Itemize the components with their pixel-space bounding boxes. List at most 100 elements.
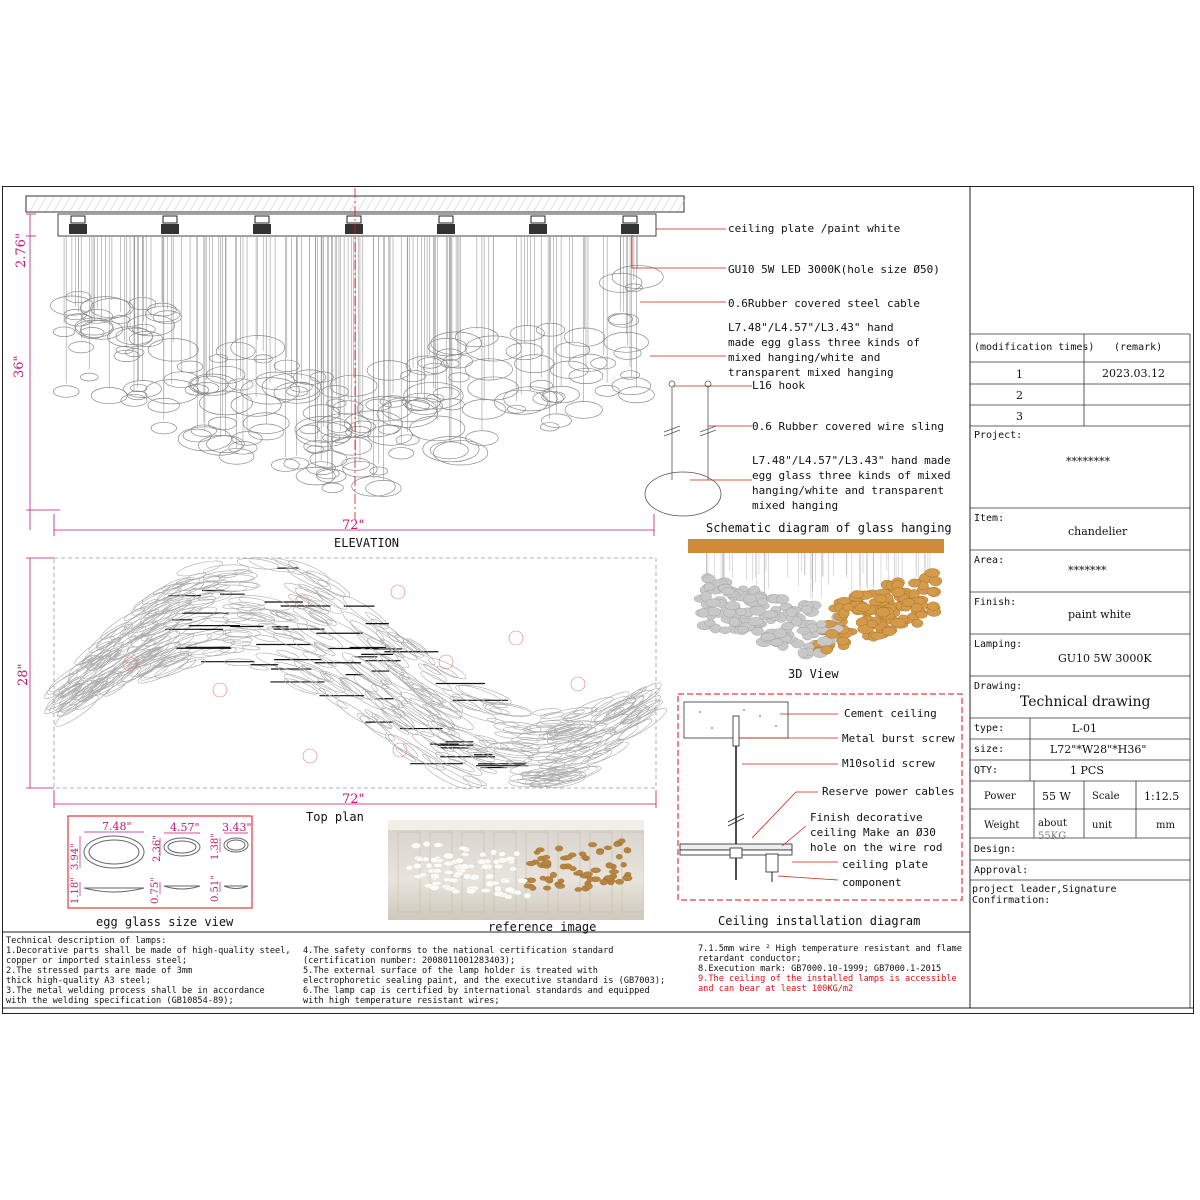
tb-size-value: L72"*W28"*H36" (1050, 743, 1147, 756)
egg-glass (341, 457, 370, 471)
plan-egg (86, 647, 119, 671)
ref-egg (422, 841, 431, 848)
plan-egg (174, 633, 213, 648)
plan-egg (248, 557, 296, 573)
plan-egg (156, 656, 177, 667)
3d-egg (854, 602, 871, 612)
ref-egg (622, 875, 633, 882)
egg-glass (395, 434, 420, 446)
plan-egg (238, 595, 291, 611)
tb-row2-num: 2 (1016, 389, 1023, 402)
egg-glass (541, 391, 566, 403)
3d-egg (760, 632, 776, 641)
plan-egg (59, 680, 104, 713)
3d-egg (842, 603, 854, 612)
plan-lamp-mark (390, 584, 406, 600)
3d-egg (870, 631, 886, 640)
ref-egg (485, 880, 495, 887)
plan-egg (318, 655, 337, 667)
ref-egg (523, 892, 531, 899)
plan-egg (452, 693, 502, 715)
note-5a: 5.The external surface of the lamp holde… (303, 966, 598, 976)
egg-glass (261, 373, 322, 401)
3d-egg (737, 625, 749, 634)
plan-egg (224, 658, 256, 666)
note-1a: 1.Decorative parts shall be made of high… (6, 946, 291, 956)
egg-glass (427, 337, 468, 357)
egg-glass (379, 395, 407, 408)
plan-egg (283, 678, 319, 695)
plan-egg (421, 687, 464, 713)
ref-egg (569, 866, 577, 871)
3d-egg (915, 610, 928, 619)
ref-egg (615, 878, 624, 885)
egg-glass (509, 325, 545, 342)
plan-egg (527, 752, 563, 761)
3d-egg (735, 607, 747, 616)
egg-glass (321, 482, 344, 494)
label-cable: 0.6Rubber covered steel cable (728, 297, 921, 310)
plan-egg (564, 742, 599, 756)
plan-egg (91, 658, 106, 669)
plan-lamp-mark (570, 676, 586, 692)
3d-egg (748, 617, 764, 626)
egg-glass (331, 434, 350, 444)
tb-approval-label: Approval: (974, 865, 1029, 876)
egg-glass (123, 380, 162, 398)
tb-qty-label: QTY: (974, 765, 999, 776)
plan-egg (630, 686, 647, 698)
plan-egg (411, 733, 449, 758)
plan-egg (494, 731, 518, 739)
egg-glass (271, 458, 300, 472)
ref-egg (432, 868, 442, 874)
3d-egg (796, 626, 811, 635)
drawing-sheet (2, 186, 1194, 1014)
3d-egg (801, 605, 813, 615)
led-fixture-body (161, 224, 179, 234)
plan-egg (149, 619, 180, 635)
egg-glass (618, 386, 655, 404)
plan-egg (233, 569, 253, 574)
ref-egg (596, 849, 604, 855)
egg-glass (147, 338, 199, 362)
ref-egg (448, 877, 458, 883)
plan-egg (405, 638, 428, 654)
plan-egg (237, 558, 279, 570)
egg-glass (467, 376, 520, 401)
plan-egg (294, 660, 334, 682)
plan-egg (100, 654, 125, 672)
ref-egg (513, 851, 521, 857)
plan-egg (44, 689, 79, 714)
ref-egg (493, 863, 504, 869)
plan-egg (48, 660, 93, 692)
ref-egg (509, 866, 517, 872)
plan-egg (467, 748, 512, 765)
plan-egg (557, 766, 598, 782)
plan-egg (55, 696, 77, 712)
plan-egg (365, 611, 384, 626)
plan-egg (579, 741, 603, 752)
tb-weight-value-2: 55KG (1038, 831, 1067, 842)
plan-egg (384, 733, 419, 758)
elevation-title: ELEVATION (334, 536, 400, 550)
plan-egg (275, 611, 308, 625)
ref-egg (454, 871, 464, 877)
egg-glass (541, 413, 572, 428)
note-3b: with the welding specification (GB10854-… (6, 996, 234, 1006)
egg-glass (351, 476, 396, 497)
egg-glass (295, 466, 336, 486)
plan-egg (381, 684, 409, 705)
plan-egg (420, 671, 452, 692)
egg-glass (403, 381, 464, 410)
plan-egg (313, 587, 335, 600)
led-fixture (530, 215, 546, 224)
label-finish-1: Finish decorative (810, 811, 923, 824)
plan-egg (82, 648, 104, 665)
egg-glass (294, 415, 353, 443)
plan-egg (308, 612, 328, 624)
plan-egg (502, 721, 520, 727)
ref-egg (503, 878, 510, 884)
egg-glass (369, 466, 389, 476)
egg-w3: 3.43" (222, 821, 252, 834)
